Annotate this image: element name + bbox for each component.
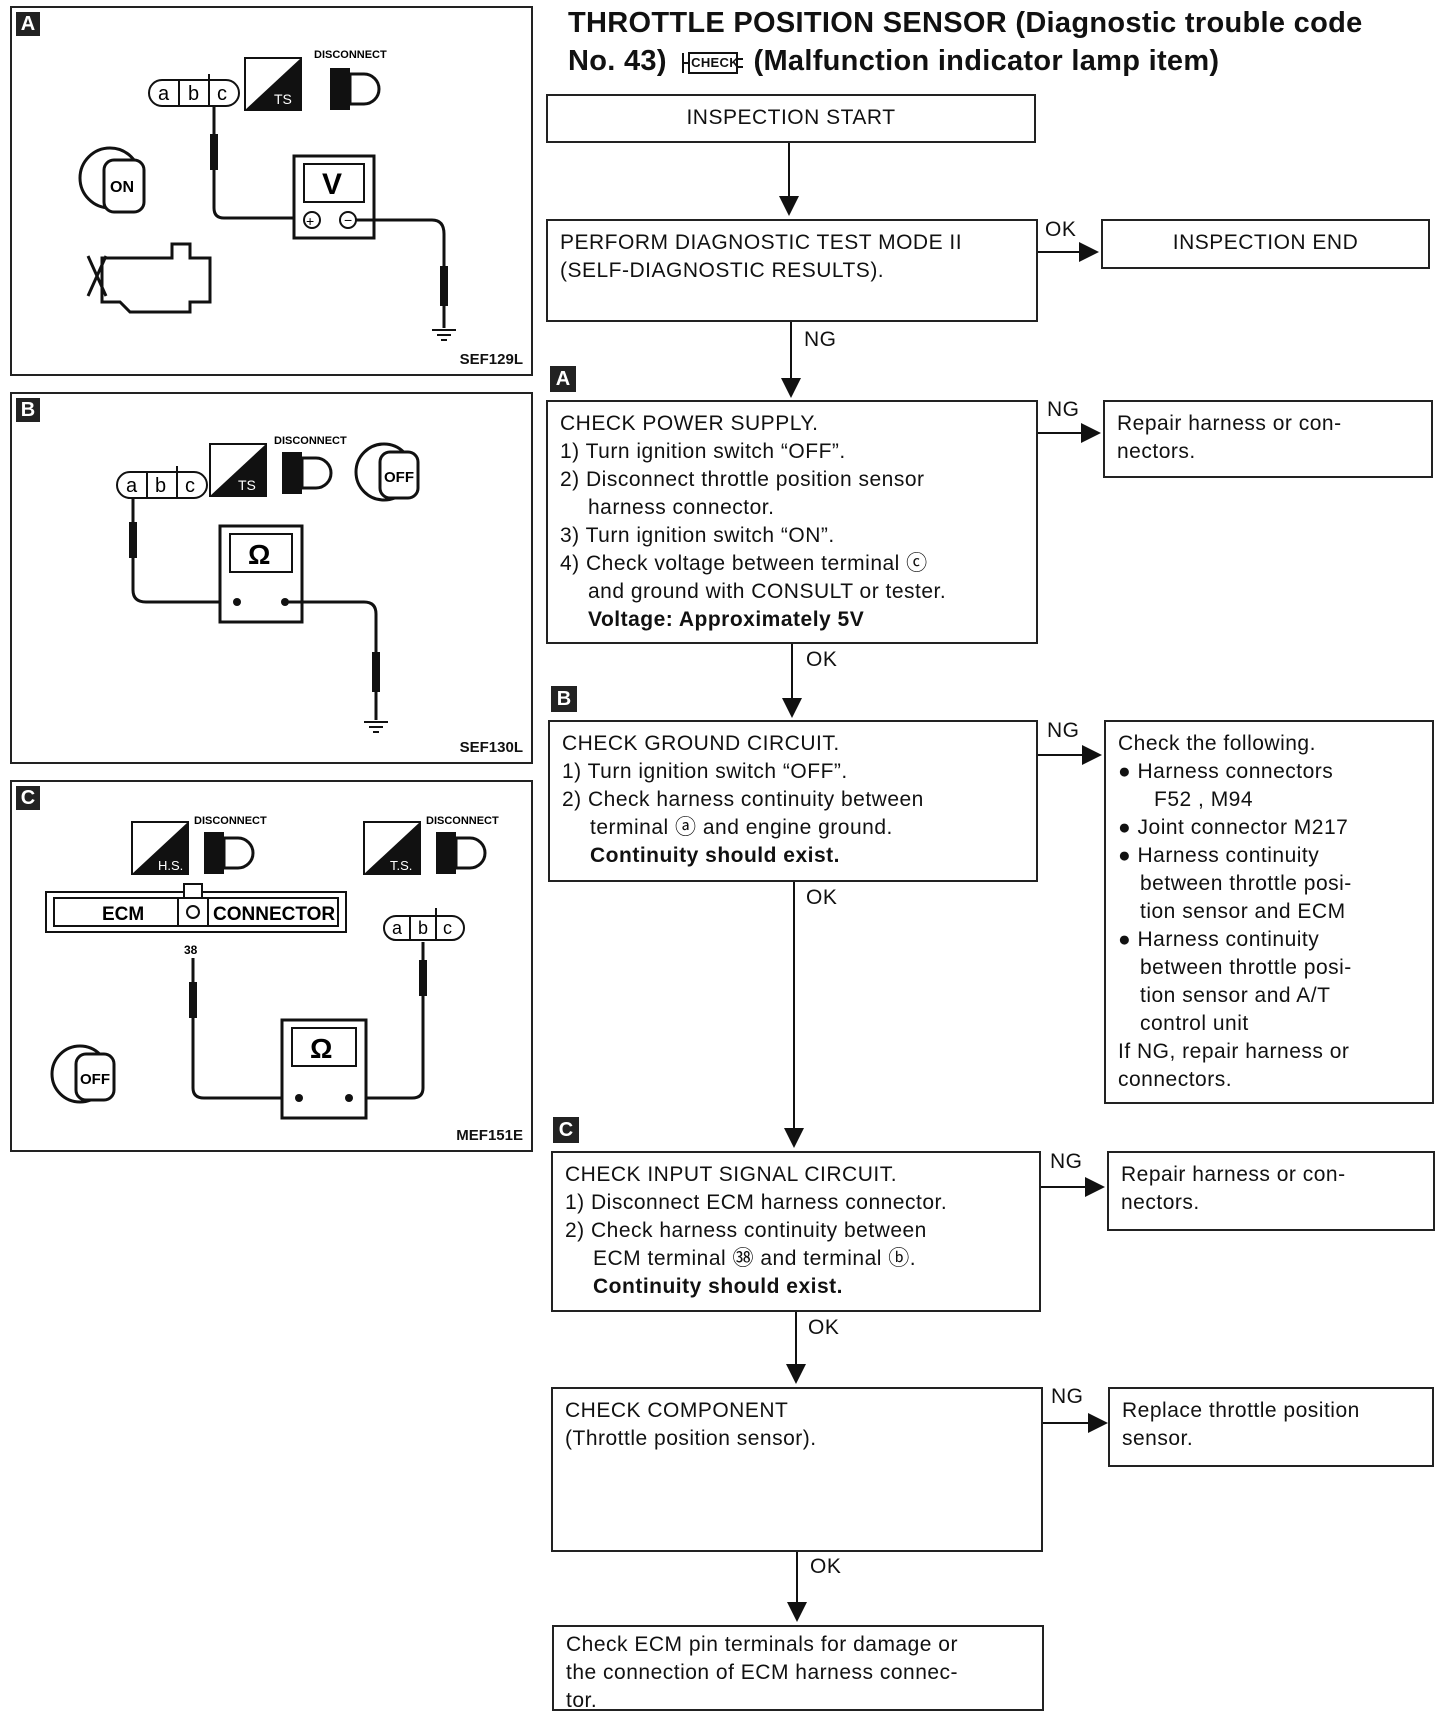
svg-text:b: b — [418, 918, 428, 938]
svg-text:c: c — [217, 83, 227, 105]
ng-b-check-list-box: Check the following. ● Harness connector… — [1104, 720, 1434, 1104]
svg-text:TS: TS — [274, 91, 292, 107]
figure-a-letter: A — [16, 12, 40, 36]
figure-c-drawing: H.S. DISCONNECT T.S. DISCONNECT ECM CONN… — [45, 815, 499, 1120]
svg-text:c: c — [443, 918, 452, 938]
svg-text:Ω: Ω — [310, 1033, 332, 1064]
figure-b-code: SEF130L — [459, 739, 523, 756]
ng-b-item-3: ● Harness continuity between throttle po… — [1118, 844, 1352, 923]
step-b-letter: B — [551, 686, 577, 712]
step-c-letter: C — [553, 1117, 579, 1143]
ng-b-outro: If NG, repair harness or connectors. — [1118, 1040, 1350, 1091]
svg-text:a: a — [392, 918, 403, 938]
ng-b-item-1-connectors: F52 , M94 — [1154, 788, 1254, 811]
final-check-ecm-box: Check ECM pin terminals for damage or th… — [552, 1625, 1044, 1712]
step-c-s1: 1) Disconnect ECM harness connector. — [565, 1191, 948, 1214]
check-engine-icon: CHECK — [675, 45, 745, 79]
svg-text:−: − — [344, 212, 352, 228]
ng-a-repair-box: Repair harness or con- nectors. — [1103, 400, 1433, 478]
inspection-start-box: INSPECTION START — [546, 94, 1036, 143]
svg-text:ON: ON — [110, 179, 134, 196]
step-c-input-signal-box: CHECK INPUT SIGNAL CIRCUIT. 1) Disconnec… — [551, 1151, 1041, 1312]
step-b-s1: 1) Turn ignition switch “OFF”. — [562, 760, 848, 783]
figure-c-letter: C — [16, 786, 40, 810]
check-component-box: CHECK COMPONENT (Throttle position senso… — [551, 1387, 1043, 1552]
step-b-s2b: terminal ⓐ and engine ground. — [590, 816, 893, 839]
svg-text:a: a — [158, 83, 170, 105]
step-a-s3: 3) Turn ignition switch “ON”. — [560, 524, 835, 547]
svg-text:OFF: OFF — [384, 469, 414, 486]
ng-comp-replace-box: Replace throttle position sensor. — [1108, 1387, 1434, 1467]
ng-c-repair-box: Repair harness or con- nectors. — [1107, 1151, 1435, 1231]
step-a-s1: 1) Turn ignition switch “OFF”. — [560, 440, 846, 463]
step-b-s2a: 2) Check harness continuity between — [562, 788, 924, 811]
figure-c: C H.S. DISCONNECT T.S. DISCONNECT ECM CO… — [10, 780, 533, 1152]
step-b-ground-circuit-box: CHECK GROUND CIRCUIT. 1) Turn ignition s… — [548, 720, 1038, 882]
svg-text:T.S.: T.S. — [390, 858, 412, 873]
step-a-spec: Voltage: Approximately 5V — [588, 608, 865, 631]
ng-b-intro: Check the following. — [1118, 732, 1316, 755]
svg-text:CONNECTOR: CONNECTOR — [213, 904, 335, 925]
step-c-spec: Continuity should exist. — [593, 1275, 844, 1298]
step-a-power-supply-box: CHECK POWER SUPPLY. 1) Turn ignition swi… — [546, 400, 1038, 644]
label-ng-step-b: NG — [1047, 719, 1080, 742]
title-line-2: No. 43) CHECK (Malfunction indicator lam… — [568, 42, 1363, 80]
step-diagnostic-mode-box: PERFORM DIAGNOSTIC TEST MODE II (SELF-DI… — [546, 219, 1038, 322]
svg-text:DISCONNECT: DISCONNECT — [314, 49, 387, 61]
step-a-s2a: 2) Disconnect throttle position sensor — [560, 468, 925, 491]
step-a-letter: A — [550, 366, 576, 392]
svg-text:b: b — [155, 475, 166, 497]
label-ok-step1: OK — [1045, 218, 1077, 241]
inspection-end-box: INSPECTION END — [1101, 219, 1430, 269]
svg-text:ECM: ECM — [102, 904, 144, 925]
ng-b-item-2: ● Joint connector M217 — [1118, 816, 1349, 839]
label-ok-step-a: OK — [806, 648, 838, 671]
step-b-title: CHECK GROUND CIRCUIT. — [562, 732, 840, 755]
figure-c-code: MEF151E — [456, 1127, 523, 1144]
step-a-s2b: harness connector. — [588, 496, 775, 519]
svg-text:DISCONNECT: DISCONNECT — [426, 815, 499, 827]
svg-text:a: a — [126, 475, 138, 497]
step-a-s4a: 4) Check voltage between terminal ⓒ — [560, 552, 928, 575]
label-ok-step-b: OK — [806, 886, 838, 909]
step-c-title: CHECK INPUT SIGNAL CIRCUIT. — [565, 1163, 898, 1186]
label-ng-comp: NG — [1051, 1385, 1084, 1408]
step-c-s2a: 2) Check harness continuity between — [565, 1219, 927, 1242]
label-ok-step-c: OK — [808, 1316, 840, 1339]
svg-text:Ω: Ω — [248, 539, 270, 570]
svg-text:TS: TS — [238, 477, 256, 493]
figure-b-letter: B — [16, 398, 40, 422]
svg-text:+: + — [306, 213, 314, 229]
svg-text:OFF: OFF — [80, 1071, 110, 1088]
title-line-1: THROTTLE POSITION SENSOR (Diagnostic tro… — [568, 7, 1363, 39]
svg-text:b: b — [188, 83, 199, 105]
check-icon-text: CHECK — [691, 55, 739, 71]
label-ng-step-a: NG — [1047, 398, 1080, 421]
step-a-title: CHECK POWER SUPPLY. — [560, 412, 819, 435]
ng-b-item-1: ● Harness connectors — [1118, 760, 1334, 783]
svg-text:c: c — [185, 475, 195, 497]
svg-text:V: V — [322, 168, 342, 201]
svg-text:H.S.: H.S. — [158, 858, 183, 873]
label-ng-step1: NG — [804, 328, 837, 351]
label-ng-step-c: NG — [1050, 1150, 1083, 1173]
page-title: THROTTLE POSITION SENSOR (Diagnostic tro… — [568, 4, 1363, 80]
svg-text:DISCONNECT: DISCONNECT — [194, 815, 267, 827]
svg-text:DISCONNECT: DISCONNECT — [274, 435, 347, 447]
step-c-s2b: ECM terminal ㊳ and terminal ⓑ. — [593, 1247, 917, 1270]
svg-text:38: 38 — [184, 943, 198, 957]
ng-b-item-4: ● Harness continuity between throttle po… — [1118, 928, 1352, 1035]
title-mil-item: (Malfunction indicator lamp item) — [753, 45, 1220, 77]
step-b-spec: Continuity should exist. — [590, 844, 841, 867]
title-dtc-number: No. 43) — [568, 45, 667, 77]
step-a-s4b: and ground with CONSULT or tester. — [588, 580, 947, 603]
figure-a-code: SEF129L — [459, 351, 523, 368]
label-ok-comp: OK — [810, 1555, 842, 1578]
